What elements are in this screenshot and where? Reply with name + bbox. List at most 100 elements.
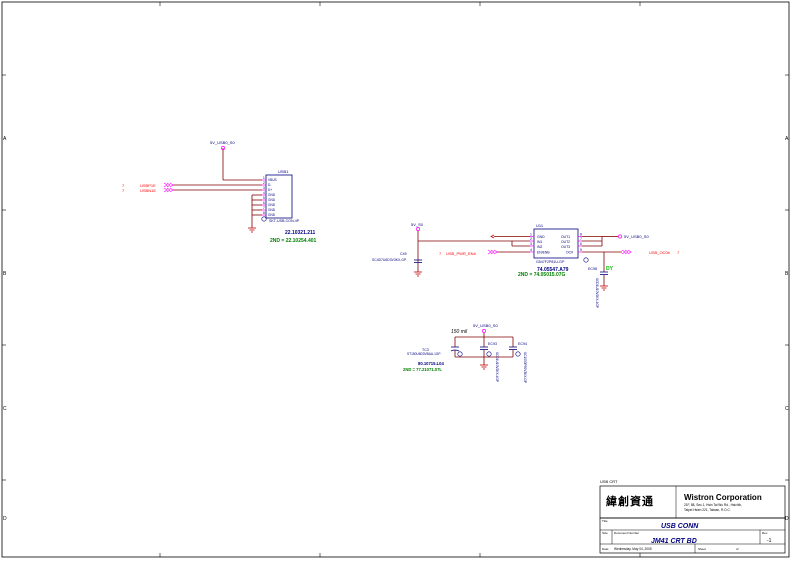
date-label: Date: bbox=[602, 547, 609, 551]
revision: -1 bbox=[767, 538, 772, 544]
trace-width-note: 150 mil bbox=[451, 329, 468, 335]
u11-part-number: 74.05547.A79 bbox=[537, 267, 569, 273]
bulk-net-label: 5V_USB0_S0 bbox=[473, 323, 498, 328]
enable-net-label: USB_PWR_EN# bbox=[446, 251, 477, 256]
date-value: Wednesday, May 04, 2005 bbox=[614, 547, 652, 551]
capacitor-icon bbox=[414, 259, 422, 263]
row-letter: C bbox=[785, 406, 789, 412]
sheet-label: Sheet bbox=[698, 547, 706, 551]
size-label: Size bbox=[602, 531, 608, 535]
pin-number: 7 bbox=[263, 206, 265, 210]
usb1-part-desc: SKT-USB-CON-4P bbox=[269, 219, 300, 223]
ec94-desc: SC1000P50V3KX-GP bbox=[523, 352, 527, 383]
pin-number: 2 bbox=[530, 237, 532, 241]
u11-refdes: U11 bbox=[536, 223, 544, 228]
company-logo-chinese: 緯創資通 bbox=[606, 494, 654, 508]
pin-label: D+ bbox=[268, 188, 272, 192]
ec98-note: DY bbox=[606, 266, 614, 272]
power-switch-block: 5V_S0 C49 SC4D7U6D3V3KX-GP 7 USB_PWR_EN#… bbox=[372, 222, 680, 308]
pin-number: 8 bbox=[263, 211, 265, 215]
capacitor-icon bbox=[480, 346, 488, 350]
ec93-desc: SCD1U10V2KX-4GP bbox=[495, 352, 499, 382]
usb1-second-source: 2ND = 22.10254.401 bbox=[270, 238, 317, 244]
row-letter: C bbox=[3, 406, 7, 412]
offpage-connector-icon bbox=[163, 182, 174, 188]
power-port-icon bbox=[221, 146, 225, 150]
pin-label: D- bbox=[268, 183, 271, 187]
capacitor-icon bbox=[509, 346, 517, 350]
pin-number: 4 bbox=[530, 248, 532, 252]
ec98-desc: SCD1U10V2KX-4GP bbox=[595, 278, 599, 308]
oc-net-label: USB_OC0# bbox=[649, 250, 671, 255]
tc3-desc: ST150U6D3VBAA-1GP bbox=[407, 352, 440, 356]
usb1-symbol-body bbox=[265, 174, 293, 219]
mount-pin-icon bbox=[261, 216, 267, 222]
offpage-connector-icon bbox=[621, 249, 632, 255]
c49-desc: SC4D7U6D3V3KX-GP bbox=[372, 258, 407, 262]
row-letter: B bbox=[785, 271, 789, 277]
u11-second-source: 2ND = 74.05015.07G bbox=[518, 272, 566, 278]
pin-label: GND bbox=[268, 193, 276, 197]
c49-refdes: C49 bbox=[400, 252, 407, 256]
document-number: JM41 CRT BD bbox=[651, 538, 697, 545]
oc-offpage-ref: 7 bbox=[677, 250, 680, 255]
ground-icon bbox=[480, 364, 488, 370]
mount-pin-icon bbox=[486, 351, 492, 357]
rev-label: Rev bbox=[762, 531, 768, 535]
ec98-refdes: EC98 bbox=[588, 267, 597, 271]
company-address-line2: Taipei Hsien 221, Taiwan, R.O.C. bbox=[684, 508, 731, 512]
pin-label: GND bbox=[268, 198, 276, 202]
company-address-line1: 21F, 88, Sec.1, Hsin Tai Wu Rd., Hsichih… bbox=[684, 503, 742, 507]
row-letter: B bbox=[3, 271, 7, 277]
title-label: Title bbox=[602, 519, 608, 523]
net-usbn1e-label: USBN1E bbox=[140, 188, 156, 193]
ec93-refdes: EC93 bbox=[488, 342, 497, 346]
tc3-second-source: 2ND = 77.21071.07L bbox=[403, 367, 442, 372]
ground-icon bbox=[414, 271, 422, 277]
power-port-icon bbox=[618, 234, 622, 239]
out-net-label: 5V_USB0_S0 bbox=[624, 234, 649, 239]
pin-number: 3 bbox=[263, 186, 265, 190]
usb-connector-block: 5V_USB0_S0 7 7 USBP1E USBN1E USB1 bbox=[122, 140, 317, 244]
usb1-part-number: 22.10321.211 bbox=[285, 230, 316, 236]
offpage-ref-usbp: 7 bbox=[122, 183, 125, 188]
row-letter: D bbox=[785, 516, 789, 522]
pin-label: EN/ENB bbox=[537, 251, 550, 255]
sheet-tag: USB CRT bbox=[600, 479, 618, 484]
pin-number: 2 bbox=[263, 181, 265, 185]
ec94-refdes: EC94 bbox=[518, 342, 527, 346]
document-number-label: Document Number bbox=[614, 531, 639, 535]
bulk-caps-block: 5V_USB0_S0 150 mil TC3 ST150U6D3VBAA-1GP… bbox=[403, 323, 527, 383]
gnd-pin-icon bbox=[490, 234, 495, 239]
offpage-connector-icon bbox=[163, 187, 174, 193]
pin-label: IN2 bbox=[537, 245, 542, 249]
pin-number: 8 bbox=[580, 233, 582, 237]
row-letter: A bbox=[785, 136, 789, 142]
row-letter: A bbox=[3, 136, 7, 142]
tc3-part-number: 80.10715.L04 bbox=[418, 361, 445, 366]
net-usbp1e-label: USBP1E bbox=[140, 183, 156, 188]
pin-number: 1 bbox=[263, 176, 265, 180]
pin-label: GND bbox=[268, 203, 276, 207]
pin-label: GND bbox=[537, 235, 545, 239]
u11-part-desc: G547F2P81U-GP bbox=[536, 260, 565, 264]
usb-top-net-label: 5V_USB0_S0 bbox=[210, 140, 235, 145]
power-port-icon bbox=[482, 329, 486, 333]
pin-number: 1 bbox=[530, 233, 532, 237]
pin-label: GND bbox=[268, 208, 276, 212]
pin-label: IN1 bbox=[537, 240, 542, 244]
pin-number: 6 bbox=[263, 201, 265, 205]
usb1-refdes: USB1 bbox=[278, 169, 289, 174]
offpage-ref-usbn: 7 bbox=[122, 188, 125, 193]
mount-pin-icon bbox=[457, 351, 463, 357]
pin-number: 7 bbox=[580, 237, 582, 241]
sheet-of-label: of bbox=[736, 547, 739, 551]
row-letter: D bbox=[3, 516, 7, 522]
offpage-connector-icon bbox=[487, 249, 498, 255]
pin-number: 5 bbox=[580, 248, 582, 252]
pin-label: OUT3 bbox=[561, 245, 570, 249]
enable-offpage-ref: 7 bbox=[439, 251, 442, 256]
drawing-title: USB CONN bbox=[661, 523, 699, 530]
mount-pin-icon bbox=[515, 351, 521, 357]
pin-label: OUT2 bbox=[561, 240, 570, 244]
